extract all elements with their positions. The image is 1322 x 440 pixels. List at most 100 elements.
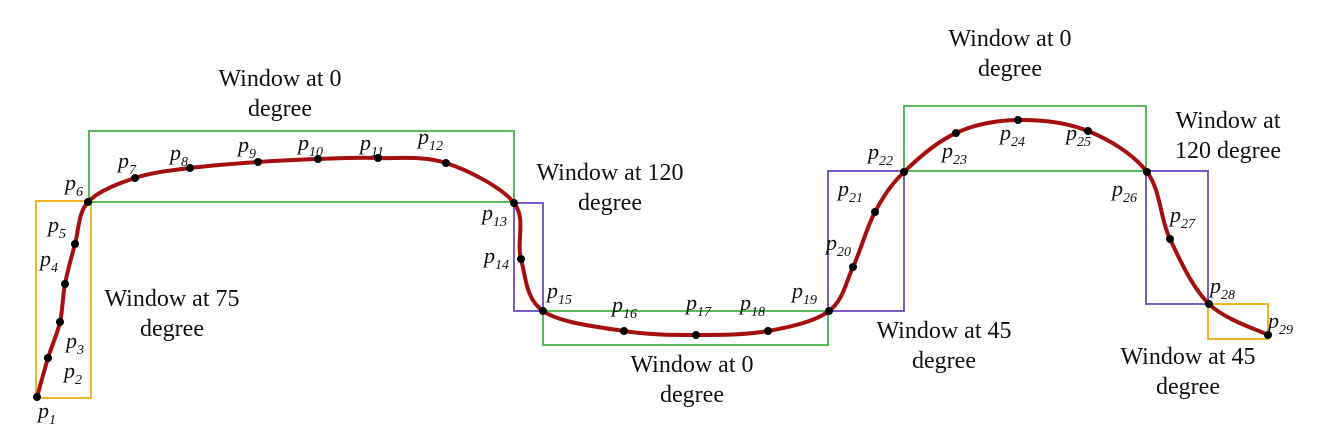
window-label-line: degree [912, 348, 976, 374]
trajectory-point [510, 199, 518, 207]
trajectory-point [254, 158, 262, 166]
point-label-subscript: 9 [249, 147, 256, 162]
point-label-name: p [684, 290, 697, 315]
window-label-line: Window at 45 [876, 318, 1011, 344]
point-label-name: p [296, 130, 309, 155]
point-label: p18 [738, 290, 765, 320]
trajectory-point [84, 198, 92, 206]
point-label-name: p [998, 120, 1011, 145]
point-label-name: p [480, 200, 493, 225]
trajectory-point [61, 280, 69, 288]
window-label-line: Window at 0 [948, 26, 1071, 52]
point-label-name: p [38, 246, 51, 271]
point-label-subscript: 4 [51, 261, 58, 276]
point-label-subscript: 23 [953, 153, 967, 168]
point-label-subscript: 26 [1123, 191, 1137, 206]
windows-layer [35, 105, 1269, 399]
points-layer [33, 116, 1272, 401]
window-box [88, 130, 515, 203]
point-label-subscript: 1 [49, 413, 56, 428]
window-label-line: degree [140, 316, 204, 342]
point-label: p26 [1110, 176, 1137, 206]
point-label: p20 [824, 230, 851, 260]
point-label: p3 [64, 328, 84, 358]
trajectory-point [825, 307, 833, 315]
point-label-subscript: 27 [1181, 217, 1196, 232]
point-label-name: p [62, 358, 75, 383]
point-label-name: p [116, 148, 129, 173]
point-label-subscript: 19 [803, 293, 817, 308]
trajectory-point [44, 354, 52, 362]
window-label-line: Window at 75 [104, 286, 239, 312]
point-label-name: p [1208, 273, 1221, 298]
window-label-line: degree [248, 96, 312, 122]
trajectory-point [314, 155, 322, 163]
point-label-subscript: 28 [1221, 288, 1235, 303]
trajectory-point [517, 255, 525, 263]
trajectory-point [442, 159, 450, 167]
window-box [1145, 170, 1209, 305]
trajectory-point [1205, 300, 1213, 308]
trajectory-point [131, 174, 139, 182]
point-label: p10 [296, 130, 323, 160]
point-label-name: p [358, 130, 371, 155]
point-label: p4 [38, 246, 58, 276]
point-label-name: p [36, 398, 49, 423]
point-label: p14 [482, 243, 509, 273]
point-label: p12 [416, 124, 443, 154]
point-label: p6 [63, 170, 83, 200]
point-label: p25 [1064, 120, 1091, 150]
window-box [903, 105, 1147, 172]
point-label-subscript: 20 [837, 245, 851, 260]
trajectory-point [900, 168, 908, 176]
window-label-line: Window at 0 [218, 66, 341, 92]
point-label-name: p [46, 212, 59, 237]
point-label-subscript: 21 [849, 191, 863, 206]
point-label-name: p [1064, 120, 1077, 145]
point-label: p16 [610, 292, 637, 322]
point-label-subscript: 11 [371, 145, 384, 160]
point-label-subscript: 29 [1279, 323, 1293, 338]
point-label-name: p [836, 176, 849, 201]
point-label: p24 [998, 120, 1025, 150]
point-label: p27 [1168, 202, 1196, 232]
point-label: p7 [116, 148, 137, 178]
trajectory-point [620, 327, 628, 335]
point-label: p17 [684, 290, 712, 320]
point-label-name: p [610, 292, 623, 317]
window-label-line: Window at [1175, 108, 1280, 134]
point-label: p28 [1208, 273, 1235, 303]
trajectory-point [374, 154, 382, 162]
point-label-subscript: 22 [879, 154, 893, 169]
point-label-name: p [866, 139, 879, 164]
point-label: p13 [480, 200, 507, 230]
trajectory-point [1143, 168, 1151, 176]
window-label-line: degree [660, 382, 724, 408]
trajectory-point [539, 307, 547, 315]
window-label: Window at 0 degree [948, 26, 1071, 82]
point-label-name: p [63, 170, 76, 195]
window-label: Window at 75 degree [104, 286, 239, 342]
window-label-line: degree [978, 56, 1042, 82]
trajectory-point [764, 327, 772, 335]
trajectory-point [692, 331, 700, 339]
point-label: p21 [836, 176, 863, 206]
point-label-name: p [1266, 308, 1279, 333]
point-label-name: p [416, 124, 429, 149]
window-label-line: Window at 120 [536, 160, 683, 186]
point-label: p8 [168, 140, 188, 170]
point-label-subscript: 6 [76, 185, 83, 200]
point-label-subscript: 3 [76, 343, 84, 358]
point-label: p9 [236, 132, 256, 162]
point-label-subscript: 13 [493, 215, 507, 230]
trajectory-point [33, 393, 41, 401]
point-label-subscript: 10 [309, 145, 323, 160]
window-label-line: degree [1156, 374, 1220, 400]
point-label-name: p [790, 278, 803, 303]
point-label-name: p [940, 138, 953, 163]
point-label-subscript: 8 [181, 155, 188, 170]
